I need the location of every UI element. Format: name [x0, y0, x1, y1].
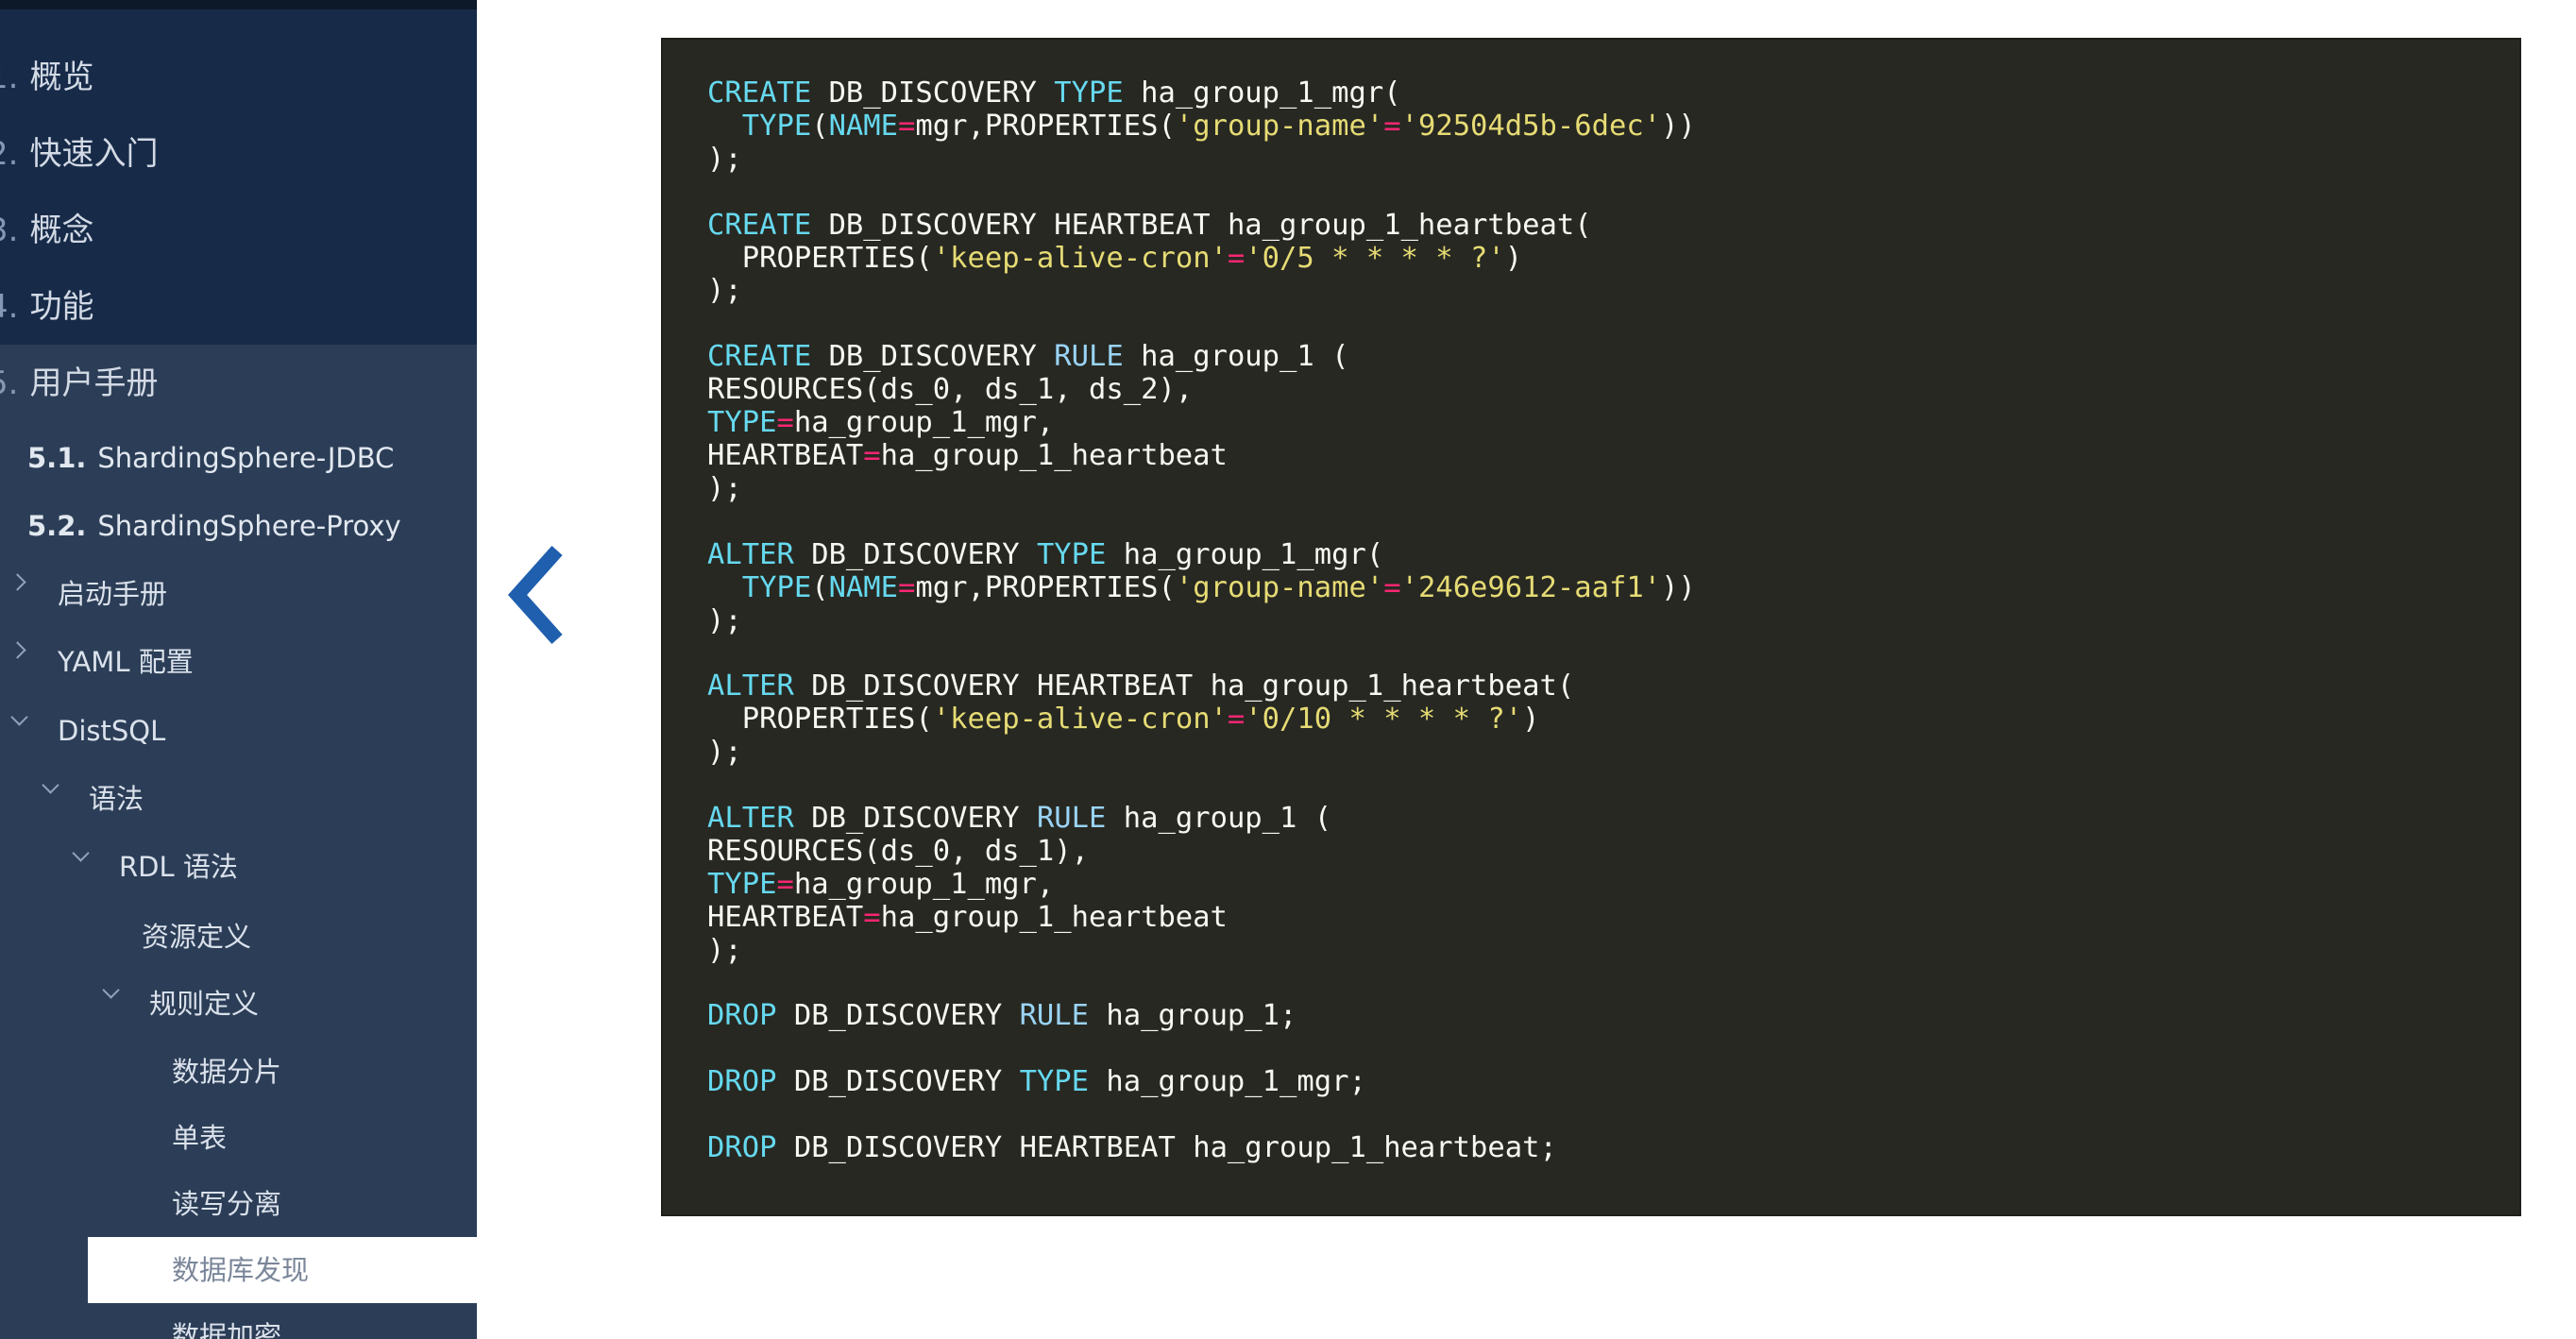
nav-item-rule-definition[interactable]: 规则定义	[149, 988, 260, 1020]
chevron-right-icon[interactable]	[8, 641, 26, 659]
nav-item-quick-start[interactable]: 2.快速入门	[0, 135, 159, 173]
nav-item-single-table[interactable]: 单表	[172, 1122, 228, 1154]
nav-item-syntax[interactable]: 语法	[89, 783, 144, 815]
chevron-down-icon[interactable]	[42, 776, 59, 794]
code-content: CREATE DB_DISCOVERY TYPE ha_group_1_mgr(…	[707, 76, 1696, 1164]
nav-item-rdl-syntax[interactable]: RDL 语法	[119, 851, 238, 883]
chevron-right-icon[interactable]	[8, 573, 26, 591]
sidebar-top-bar	[0, 0, 477, 9]
chevron-left-icon[interactable]	[500, 543, 576, 647]
sidebar-top-section	[0, 9, 477, 345]
code-block: CREATE DB_DISCOVERY TYPE ha_group_1_mgr(…	[661, 38, 2521, 1216]
chevron-down-icon[interactable]	[72, 844, 90, 862]
nav-item-startup[interactable]: 启动手册	[58, 578, 168, 610]
nav-item-concepts[interactable]: 3.概念	[0, 212, 94, 249]
nav-item-jdbc[interactable]: 5.1.ShardingSphere-JDBC	[27, 442, 395, 474]
chevron-down-icon[interactable]	[102, 981, 120, 999]
nav-item-overview[interactable]: 1.概览	[0, 59, 94, 96]
nav-item-user-manual[interactable]: 5.用户手册	[0, 364, 159, 402]
nav-item-readwrite-splitting[interactable]: 读写分离	[172, 1188, 282, 1220]
nav-item-distsql[interactable]: DistSQL	[58, 715, 166, 747]
nav-item-yaml-config[interactable]: YAML 配置	[58, 646, 194, 678]
chevron-down-icon[interactable]	[10, 708, 28, 726]
nav-item-proxy[interactable]: 5.2.ShardingSphere-Proxy	[27, 510, 401, 542]
sidebar: 1.概览 2.快速入门 3.概念 4.功能 5.用户手册 5.1.Shardin…	[0, 0, 477, 1339]
nav-item-encryption[interactable]: 数据加密	[172, 1320, 282, 1339]
nav-item-features[interactable]: 4.功能	[0, 288, 94, 326]
nav-item-resource-definition[interactable]: 资源定义	[142, 921, 252, 953]
nav-item-db-discovery[interactable]: 数据库发现	[88, 1237, 477, 1303]
nav-item-sharding[interactable]: 数据分片	[172, 1056, 282, 1088]
